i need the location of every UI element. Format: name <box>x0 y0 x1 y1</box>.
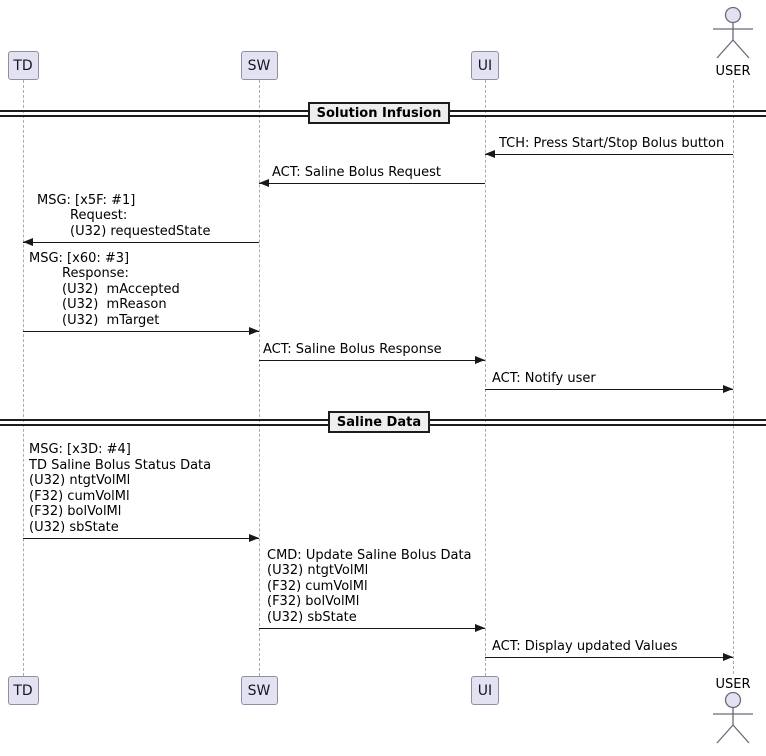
message-cmd-update-saline-bolus-data-arrowhead <box>475 624 485 632</box>
participant-top-ui: UI <box>471 51 499 80</box>
participant-top-user-label: USER <box>715 64 751 79</box>
participant-bottom-td: TD <box>7 676 39 705</box>
message-act-saline-bolus-response-text: ACT: Saline Bolus Response <box>263 341 442 357</box>
message-tch-press-bolus-button-text: TCH: Press Start/Stop Bolus button <box>499 135 725 151</box>
message-tch-press-bolus-button-line <box>485 154 733 155</box>
message-msg-x60-response-arrowhead <box>249 327 259 335</box>
message-act-display-updated-values-line <box>485 657 733 658</box>
message-cmd-update-saline-bolus-data-line <box>259 628 485 629</box>
message-msg-x60-response-line <box>23 331 259 332</box>
message-act-saline-bolus-request-arrowhead <box>259 179 269 187</box>
participant-bottom-sw: SW <box>240 676 278 705</box>
lifeline-user <box>732 80 734 674</box>
message-msg-x5f-request-line <box>23 242 259 243</box>
message-act-notify-user-line <box>485 389 733 390</box>
message-act-display-updated-values-text: ACT: Display updated Values <box>492 638 678 654</box>
message-act-notify-user-text: ACT: Notify user <box>492 370 596 386</box>
message-msg-x3d-status-data-line <box>23 538 259 539</box>
message-msg-x60-response-text: MSG: [x60: #3] Response: (U32) mAccepted… <box>29 250 180 328</box>
participant-bottom-ui: UI <box>471 676 499 705</box>
message-msg-x5f-request-arrowhead <box>23 238 33 246</box>
message-act-saline-bolus-response-arrowhead <box>475 356 485 364</box>
participant-bottom-user-label: USER <box>715 677 751 692</box>
lifeline-td <box>22 80 24 676</box>
message-act-saline-bolus-request-text: ACT: Saline Bolus Request <box>272 164 442 180</box>
lifeline-sw <box>258 80 260 676</box>
message-act-notify-user-arrowhead <box>723 385 733 393</box>
participant-top-sw: SW <box>240 51 278 80</box>
message-cmd-update-saline-bolus-data-text: CMD: Update Saline Bolus Data (U32) ntgt… <box>267 547 472 625</box>
message-msg-x3d-status-data-arrowhead <box>249 534 259 542</box>
message-act-saline-bolus-request-line <box>259 183 485 184</box>
user-actor-icon-top <box>711 2 755 64</box>
lifeline-ui <box>484 80 486 676</box>
divider-solution-infusion-box: Solution Infusion <box>308 102 450 124</box>
user-actor-icon-bottom <box>711 691 755 754</box>
divider-saline-data-box: Saline Data <box>328 411 430 433</box>
message-msg-x5f-request-text: MSG: [x5F: #1] Request: (U32) requestedS… <box>37 192 211 239</box>
message-act-saline-bolus-response-line <box>259 360 485 361</box>
message-act-display-updated-values-arrowhead <box>723 653 733 661</box>
message-tch-press-bolus-button-arrowhead <box>485 150 495 158</box>
participant-top-td: TD <box>7 51 39 80</box>
message-msg-x3d-status-data-text: MSG: [x3D: #4] TD Saline Bolus Status Da… <box>29 442 212 535</box>
